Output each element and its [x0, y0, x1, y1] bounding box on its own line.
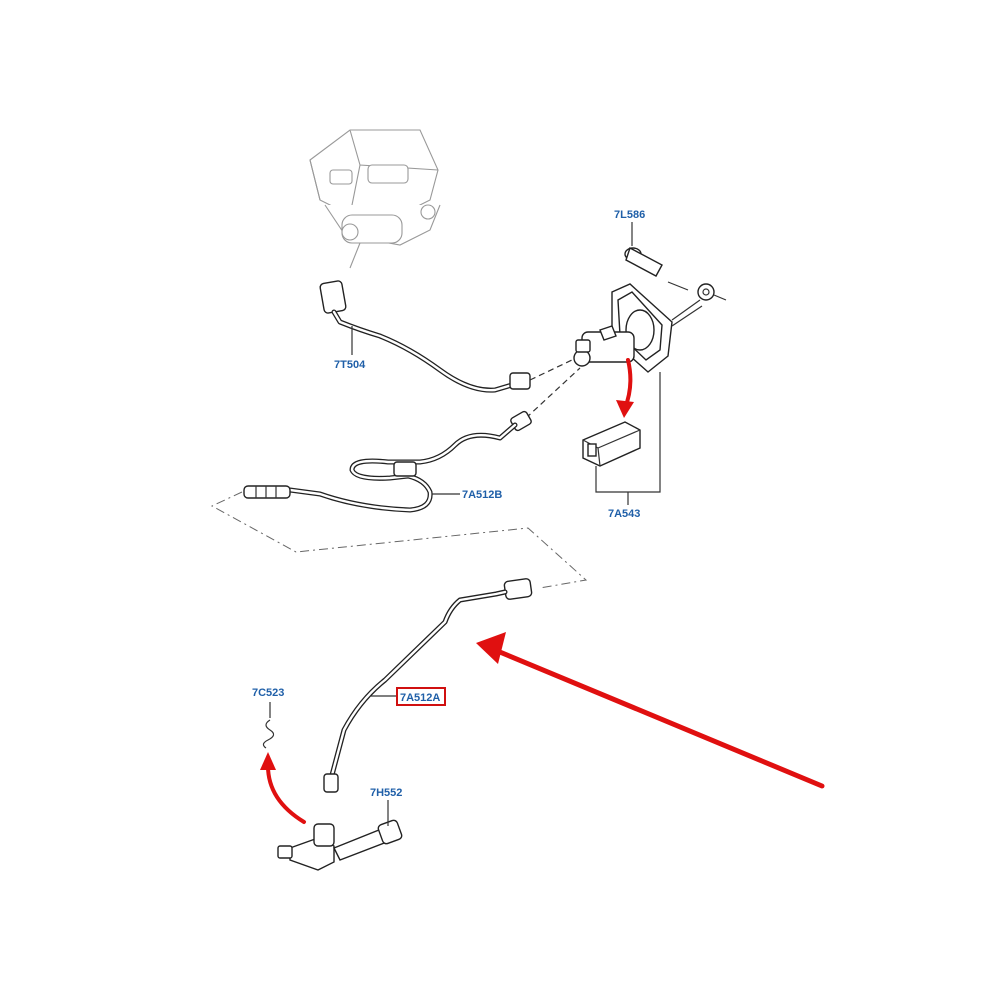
- pipe-7A512A: [323, 578, 533, 793]
- red-arrow-to-switch: [623, 358, 633, 410]
- part-label-7L586: 7L586: [614, 209, 645, 221]
- red-arrowhead-to-7A512A: [476, 632, 506, 664]
- part-label-7A543: 7A543: [608, 508, 640, 520]
- pipe-7A512B: [243, 410, 532, 513]
- slave-union-7H552: [277, 819, 403, 871]
- red-arrowhead-to-switch: [616, 400, 634, 418]
- connection-dash: [525, 367, 581, 419]
- connection-outline: [210, 491, 588, 589]
- master-cylinder-7A543: [573, 281, 727, 373]
- master-cylinder-reservoir: [309, 129, 441, 269]
- part-label-7C523: 7C523: [252, 687, 284, 699]
- highlight-box-7A512A: [396, 687, 446, 706]
- bolt-7L586: [624, 246, 663, 277]
- red-arrow-to-7A512A: [492, 647, 825, 789]
- clutch-switch: [582, 421, 641, 467]
- part-label-7A512A: 7A512A: [400, 692, 440, 704]
- pipe-7T504: [319, 280, 573, 393]
- clip-7C523: [262, 719, 275, 749]
- red-arrow-to-clip: [266, 764, 306, 824]
- part-label-7A512B: 7A512B: [462, 489, 502, 501]
- part-label-7H552: 7H552: [370, 787, 402, 799]
- leader-7A543: [595, 372, 661, 505]
- red-arrowhead-to-clip: [260, 752, 276, 770]
- part-label-7T504: 7T504: [334, 359, 366, 371]
